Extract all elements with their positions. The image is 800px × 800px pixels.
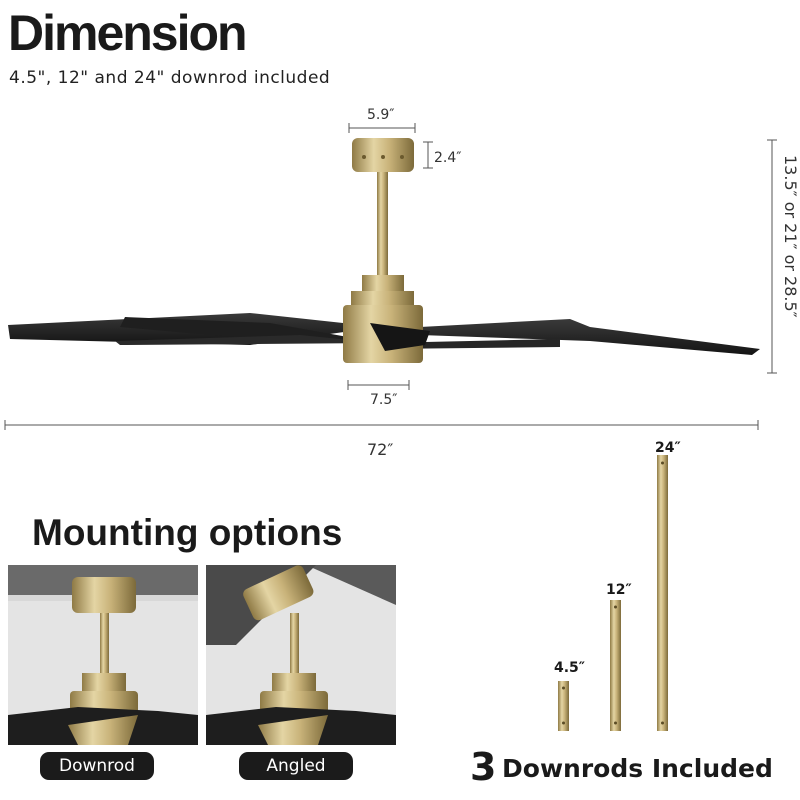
downrods-graphic (558, 455, 668, 731)
downrod-12-label: 12″ (606, 582, 632, 598)
downrod-mount-photo (8, 565, 198, 745)
span-label: 72″ (367, 440, 394, 459)
downrods-count: 3 (470, 745, 497, 789)
angled-mount-photo (206, 565, 396, 745)
total-height-label: 13.5″ or 21″ or 28.5″ (781, 155, 800, 318)
total-height-line (767, 139, 777, 374)
page-title: Dimension (8, 5, 248, 61)
canopy-width-label: 5.9″ (367, 107, 395, 123)
span-line (4, 420, 759, 430)
canopy-height-line (423, 141, 433, 169)
motor-width-label: 7.5″ (370, 392, 398, 408)
downrod-12 (610, 600, 621, 731)
canopy-height-label: 2.4″ (434, 150, 462, 166)
blade-right (420, 319, 760, 355)
page-subtitle: 4.5", 12" and 24" downrod included (9, 68, 331, 88)
downrod-24-label: 24″ (655, 440, 681, 456)
motor-width-line (347, 380, 410, 390)
downrod-4-5-label: 4.5″ (554, 660, 586, 676)
canopy-width-line (348, 123, 416, 133)
downrod-24 (657, 455, 668, 731)
downrods-caption-text: Downrods Included (502, 754, 773, 783)
angled-option-label: Angled (239, 752, 353, 780)
mounting-title: Mounting options (32, 512, 343, 553)
downrod (377, 172, 388, 280)
downrod-4-5 (558, 681, 569, 731)
downrods-caption: 3 Downrods Included (470, 745, 773, 789)
fan-diagram (4, 123, 777, 430)
downrod-option-label: Downrod (40, 752, 154, 780)
